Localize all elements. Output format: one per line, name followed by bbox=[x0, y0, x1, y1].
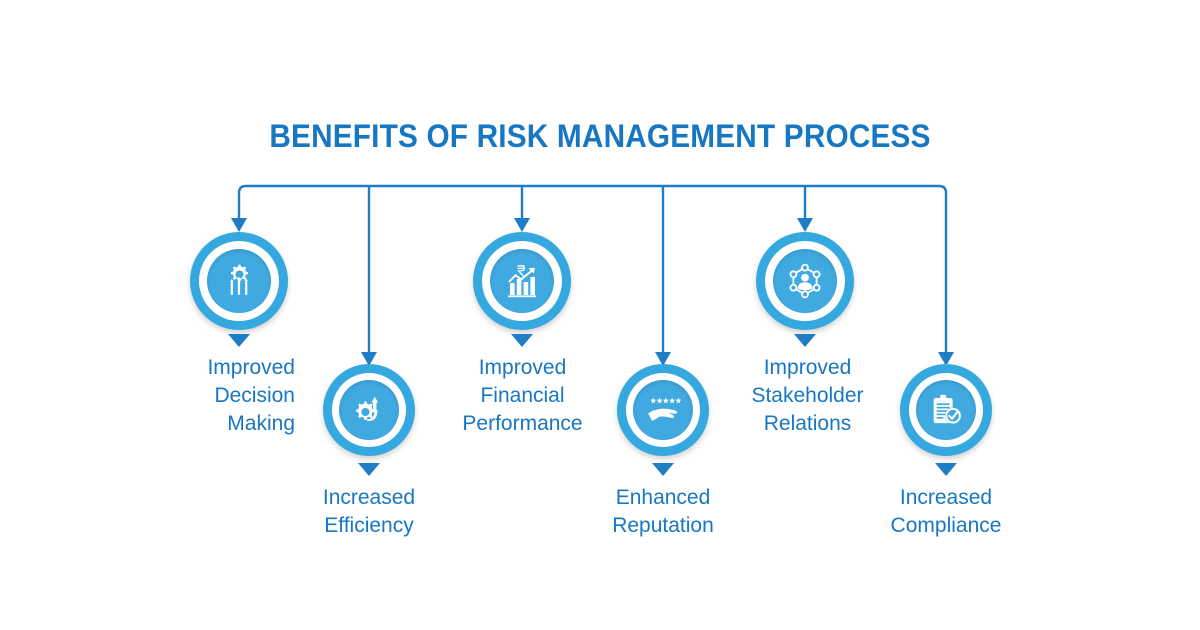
benefit-label-improved-stakeholder-relations: Improved Stakeholder Relations bbox=[751, 356, 864, 435]
bar-chart-rupee-growth-icon bbox=[490, 249, 554, 313]
benefit-label-increased-efficiency: Increased Efficiency bbox=[322, 486, 416, 537]
icon-circle-improved-decision-making[interactable] bbox=[190, 232, 288, 330]
icon-circle-improved-stakeholder-relations[interactable] bbox=[756, 232, 854, 330]
clipboard-checkmark-icon bbox=[916, 380, 976, 440]
benefit-label-improved-financial-performance: Improved Financial Performance bbox=[462, 356, 583, 435]
person-network-nodes-icon bbox=[773, 249, 837, 313]
label-caret-increased-efficiency bbox=[358, 463, 380, 476]
hand-five-stars-icon bbox=[633, 380, 693, 440]
page-title: BENEFITS OF RISK MANAGEMENT PROCESS bbox=[269, 118, 931, 154]
label-caret-increased-compliance bbox=[935, 463, 957, 476]
icon-circle-increased-compliance[interactable] bbox=[900, 364, 992, 456]
icon-circle-enhanced-reputation[interactable] bbox=[617, 364, 709, 456]
benefit-label-enhanced-reputation: Enhanced Reputation bbox=[612, 486, 714, 537]
gear-up-arrow-icon bbox=[339, 380, 399, 440]
benefit-label-increased-compliance: Increased Compliance bbox=[890, 486, 1002, 537]
label-caret-improved-decision-making bbox=[228, 334, 250, 347]
label-caret-enhanced-reputation bbox=[652, 463, 674, 476]
icon-circle-improved-financial-performance[interactable] bbox=[473, 232, 571, 330]
label-caret-improved-financial-performance bbox=[511, 334, 533, 347]
label-caret-improved-stakeholder-relations bbox=[794, 334, 816, 347]
gear-growth-arrows-icon bbox=[207, 249, 271, 313]
benefit-label-improved-decision-making: Improved Decision Making bbox=[207, 356, 295, 435]
icon-circle-increased-efficiency[interactable] bbox=[323, 364, 415, 456]
